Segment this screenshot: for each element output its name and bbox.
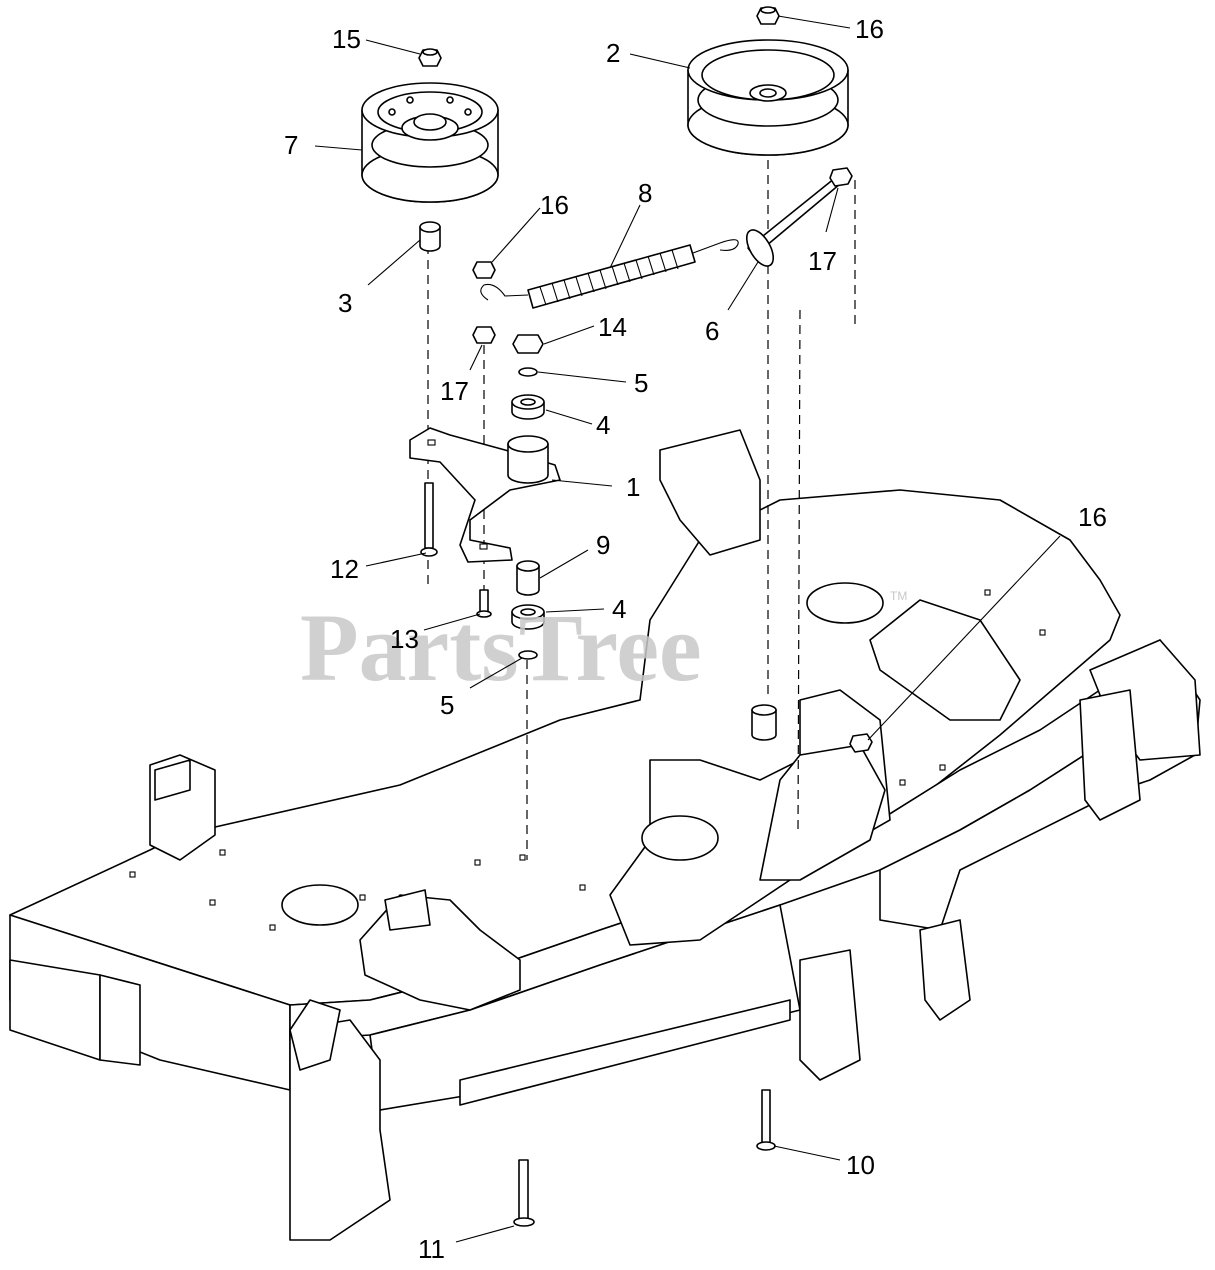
callout-10: 10 xyxy=(846,1150,875,1180)
callout-2: 2 xyxy=(606,38,620,68)
callout-12: 12 xyxy=(330,554,359,584)
idler-pulley-left xyxy=(361,82,499,203)
bolt-12 xyxy=(420,482,438,557)
callout-8: 8 xyxy=(638,178,652,208)
callout-1: 1 xyxy=(626,472,640,502)
leader-lines xyxy=(314,15,1061,1243)
callout-labels: 15 2 16 7 16 8 17 3 6 14 5 17 4 1 16 9 1… xyxy=(284,14,1107,1264)
callout-14: 14 xyxy=(598,312,627,342)
mower-deck xyxy=(9,429,1201,1241)
callout-5-bottom: 5 xyxy=(440,690,454,720)
extension-spring xyxy=(480,239,739,309)
bolt-11 xyxy=(513,1159,535,1227)
callout-13: 13 xyxy=(390,624,419,654)
callout-16-deck: 16 xyxy=(1078,502,1107,532)
bearing-4-bottom xyxy=(511,604,545,630)
washer-5-top xyxy=(518,367,538,377)
idler-arm xyxy=(409,427,561,563)
callout-17-rod: 17 xyxy=(808,246,837,276)
callout-4-top: 4 xyxy=(596,410,610,440)
pulley-nut-15 xyxy=(418,48,442,67)
callout-15: 15 xyxy=(332,24,361,54)
callout-16-top: 16 xyxy=(855,14,884,44)
spacer-3 xyxy=(419,221,441,252)
callout-4-bottom: 4 xyxy=(612,594,626,624)
bolt-10 xyxy=(756,1089,776,1151)
nut-17-rod xyxy=(829,167,853,187)
watermark: PartsTree xyxy=(300,594,702,701)
spacer-9 xyxy=(516,560,540,596)
nut-14 xyxy=(512,334,544,354)
callout-9: 9 xyxy=(596,530,610,560)
bolt-13 xyxy=(476,589,492,618)
nut-16-spring xyxy=(472,261,496,279)
callout-7: 7 xyxy=(284,130,298,160)
pulley-nut-16 xyxy=(756,6,780,25)
callout-6: 6 xyxy=(705,316,719,346)
callout-11: 11 xyxy=(418,1234,445,1264)
watermark-trademark: TM xyxy=(890,589,907,603)
callout-3: 3 xyxy=(338,288,352,318)
washer-5-bottom xyxy=(518,650,538,660)
bearing-4-top xyxy=(511,394,545,420)
idler-pulley-right xyxy=(687,39,849,156)
callout-5-top: 5 xyxy=(634,368,648,398)
callout-16-spring: 16 xyxy=(540,190,569,220)
nut-16-deck xyxy=(849,733,873,753)
nut-17-left xyxy=(472,326,496,344)
callout-17-left: 17 xyxy=(440,376,469,406)
